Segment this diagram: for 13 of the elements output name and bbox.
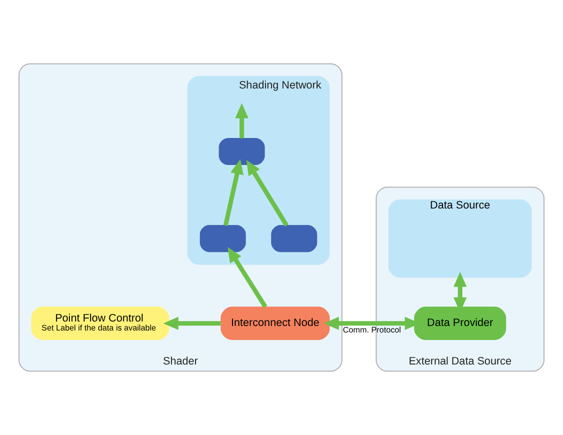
node-box [218,138,265,166]
node-box: Point Flow Control Set Label if the data is available [31,306,170,340]
node-box: Data Source [388,199,532,278]
arrow [228,247,268,308]
node-box: Data Provider [414,306,506,340]
arrow [163,316,221,330]
node-box [271,225,318,252]
arrow [235,103,248,138]
arrow [223,159,244,226]
edge-label: Comm. Protocol [342,326,401,335]
node-box [200,225,246,252]
node-box: Interconnect Node [220,306,330,340]
arrow [246,160,289,227]
